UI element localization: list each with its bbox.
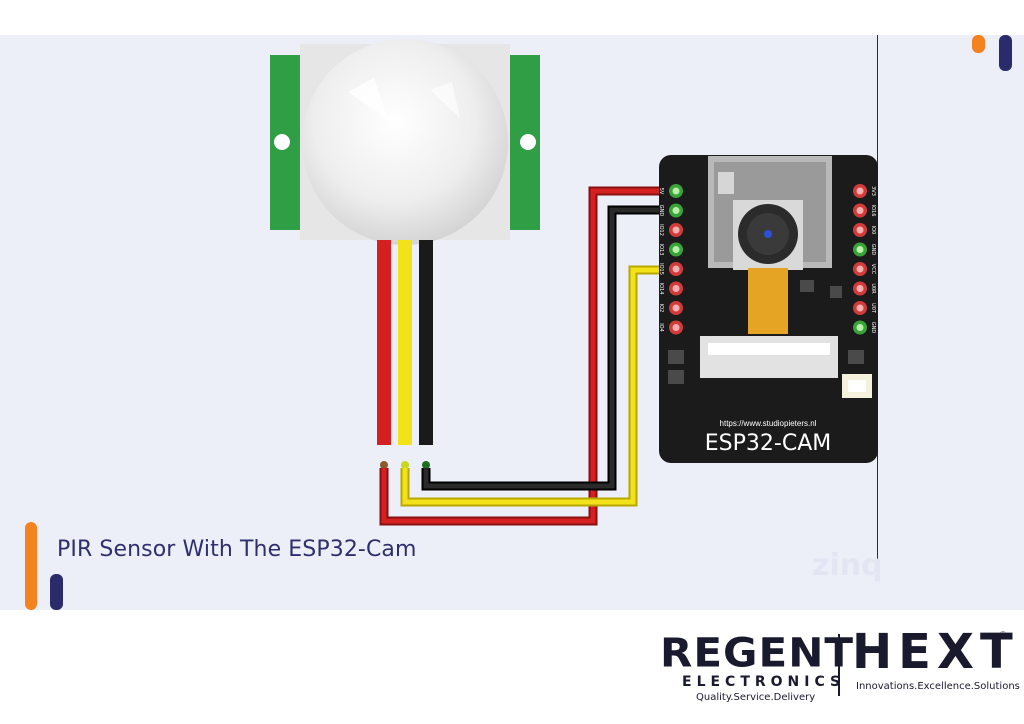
hext-tagline: Innovations.Excellence.Solutions xyxy=(856,681,1020,692)
pin-label: U0R xyxy=(870,283,876,294)
registered-mark: ® xyxy=(1000,630,1006,639)
wire-red-5v xyxy=(381,188,673,524)
pin-hole xyxy=(672,304,680,312)
pin-label: IO15 xyxy=(658,263,664,275)
accent-bar-orange-top xyxy=(972,35,985,53)
regent-tagline: Quality.Service.Delivery xyxy=(696,692,816,703)
esp32-cam-board: https://www.studiopieters.nl ESP32-CAM 5… xyxy=(658,155,878,463)
pir-leads xyxy=(377,240,433,469)
sd-latch xyxy=(718,172,734,194)
pin-end-yellow xyxy=(401,461,409,469)
smd-component xyxy=(848,350,864,364)
pin-hole xyxy=(672,207,680,214)
fpc-slot xyxy=(708,343,830,355)
logo-divider xyxy=(838,634,840,696)
pin-label: IO4 xyxy=(658,323,664,332)
pin-label: IO13 xyxy=(658,244,664,256)
camera-ribbon-cable xyxy=(748,268,788,334)
pin-label: GND xyxy=(658,205,664,217)
pin-hole xyxy=(856,265,864,273)
dome-highlight xyxy=(348,78,388,120)
pin-label: IO0 xyxy=(870,226,876,235)
dome-highlight xyxy=(430,82,460,118)
pin-hole xyxy=(856,285,864,292)
pin-hole xyxy=(856,187,864,195)
pin-label: IO14 xyxy=(658,283,664,295)
fpc-connector xyxy=(700,336,838,378)
pin-label: U0T xyxy=(870,303,876,314)
company-logo: REGENT ELECTRONICS Quality.Service.Deliv… xyxy=(660,624,1020,708)
regent-logo-text: REGENT xyxy=(660,629,854,676)
board-url: https://www.studiopieters.nl xyxy=(720,419,817,428)
pin-end-red xyxy=(380,461,388,469)
pin-hole xyxy=(672,187,680,195)
pir-sensor xyxy=(270,39,540,245)
pin-hole xyxy=(856,304,864,312)
mounting-hole-right xyxy=(520,134,536,150)
pin-label: IO16 xyxy=(870,205,876,217)
pin-hole xyxy=(856,226,864,234)
pin-hole xyxy=(856,207,864,214)
smd-component xyxy=(800,280,814,292)
accent-bar-navy-bottom xyxy=(50,574,63,610)
regent-subtitle: ELECTRONICS xyxy=(682,674,846,690)
pin-hole xyxy=(672,226,680,234)
board-name: ESP32-CAM xyxy=(705,431,831,456)
wire-yellow-io13 xyxy=(402,267,673,505)
pin-label: 3V3 xyxy=(870,186,876,196)
camera-sensor-dot xyxy=(764,230,772,238)
wire-black-gnd xyxy=(423,207,673,489)
hext-logo-text: HEXT xyxy=(852,624,1019,680)
mounting-hole-left xyxy=(274,134,290,150)
pin-end-black xyxy=(422,461,430,469)
watermark-text: zinq xyxy=(812,548,883,583)
pin-hole xyxy=(672,285,680,292)
connection-wires xyxy=(379,186,673,526)
pin-label: 5V xyxy=(658,188,664,195)
pin-label: VCC xyxy=(870,264,876,275)
pin-hole xyxy=(672,324,680,331)
pir-lead-black xyxy=(419,240,433,445)
diagram-caption: PIR Sensor With The ESP32-Cam xyxy=(57,537,417,562)
pin-hole xyxy=(856,324,864,331)
smd-component xyxy=(668,350,684,364)
pin-label: IO2 xyxy=(658,304,664,313)
pir-fresnel-dome xyxy=(302,39,508,245)
smd-component xyxy=(668,370,684,384)
flash-led-core xyxy=(848,380,866,392)
pin-hole xyxy=(672,246,680,253)
smd-component xyxy=(830,286,842,298)
pin-label: IO12 xyxy=(658,224,664,236)
pin-label: GND xyxy=(870,322,876,334)
accent-bar-orange-bottom xyxy=(25,522,37,610)
pin-hole xyxy=(672,265,680,273)
pin-hole xyxy=(856,246,864,253)
accent-bar-navy-top xyxy=(999,35,1012,71)
pin-label: GND xyxy=(870,244,876,256)
pir-lead-yellow xyxy=(398,240,412,445)
pir-lead-red xyxy=(377,240,391,445)
